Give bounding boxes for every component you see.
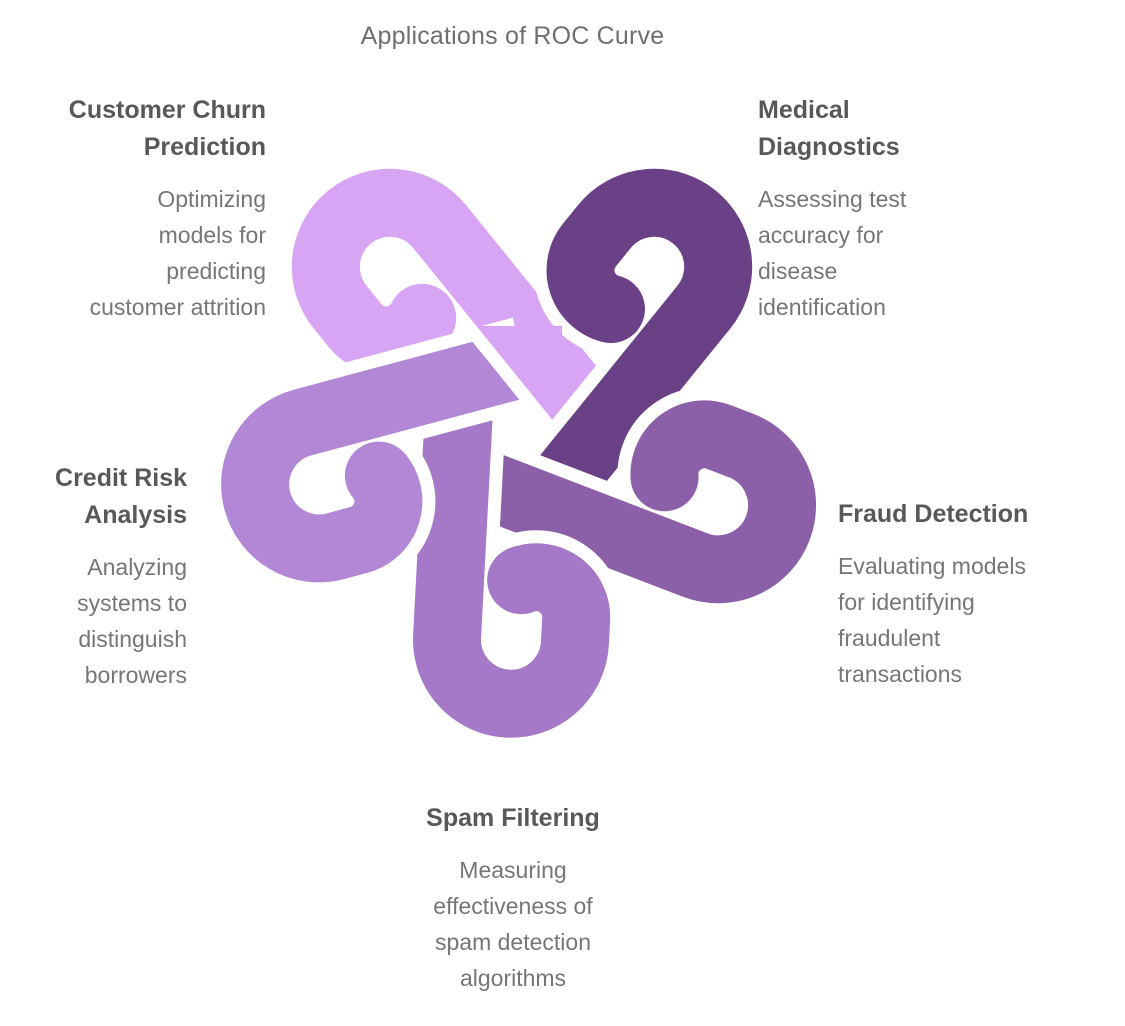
item-heading: Fraud Detection (838, 500, 1029, 528)
item-customer-churn-prediction: Customer Churn Prediction Optimizing mod… (69, 92, 266, 325)
item-description: Measuring effectiveness of spam detectio… (433, 857, 593, 991)
item-heading: Medical Diagnostics (758, 96, 900, 161)
item-description: Optimizing models for predicting custome… (89, 186, 266, 320)
item-description: Analyzing systems to distinguish borrowe… (77, 554, 187, 688)
item-heading: Customer Churn Prediction (68, 96, 266, 161)
item-description: Evaluating models for identifying fraudu… (838, 553, 1026, 687)
ribbon-bottom (444, 407, 587, 707)
item-heading: Spam Filtering (426, 804, 600, 832)
item-medical-diagnostics: Medical Diagnostics Assessing test accur… (758, 92, 906, 325)
item-spam-filtering: Spam Filtering Measuring effectiveness o… (363, 800, 663, 996)
ribbon-right (480, 363, 800, 588)
item-credit-risk-analysis: Credit Risk Analysis Analyzing systems t… (55, 460, 187, 693)
item-fraud-detection: Fraud Detection Evaluating models for id… (838, 496, 1028, 692)
ribbon-top-right (460, 177, 744, 486)
ribbon-left (241, 363, 558, 563)
page-title: Applications of ROC Curve (360, 22, 665, 50)
item-heading: Credit Risk Analysis (55, 464, 187, 529)
item-description: Assessing test accuracy for disease iden… (758, 186, 907, 320)
